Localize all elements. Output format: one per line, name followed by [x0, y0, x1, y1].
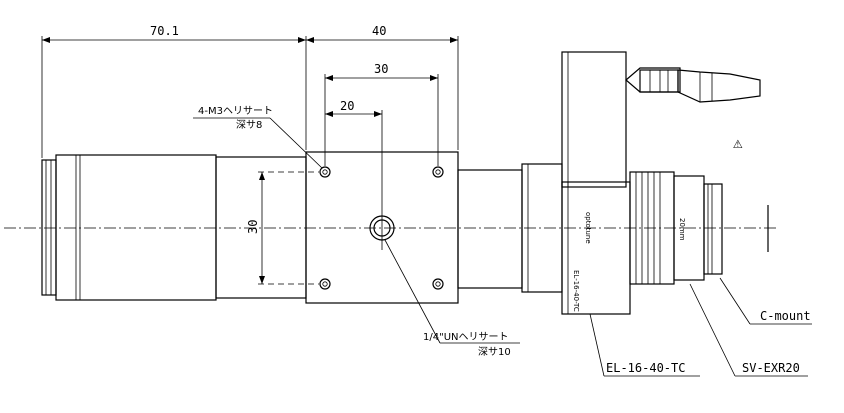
m3-hole-top-left	[319, 166, 331, 178]
dim-block-width-label: 40	[372, 24, 386, 38]
callout-cmount: C-mount	[760, 309, 811, 323]
tunable-lens-body: optotune EL-16-40-TC	[561, 51, 631, 315]
body-model-marking: EL-16-40-TC	[572, 270, 580, 312]
dim-overall-left	[41, 36, 307, 158]
camera-body	[41, 154, 307, 301]
callout-m3-line2: 深サ8	[236, 119, 262, 131]
m3-hole-top-right	[432, 166, 444, 178]
callout-un-line1: 1/4"UNヘリサート	[423, 331, 509, 343]
dim-hole-spacing	[324, 74, 439, 166]
m3-hole-bottom-left	[319, 278, 331, 290]
callout-lens-leader	[589, 313, 700, 377]
dim-vertical-spacing-label: 30	[246, 220, 260, 234]
callout-m3-line1: 4-M3ヘリサート	[198, 105, 273, 117]
warning-icon: ⚠	[733, 133, 743, 152]
dim-center-to-hole	[325, 111, 382, 117]
callout-sv-leader	[689, 283, 808, 377]
dim-vertical-spacing	[258, 171, 319, 285]
dim-block-width	[306, 36, 459, 150]
size-marking: 20mm	[678, 218, 686, 241]
cable-connector	[625, 67, 761, 103]
callout-cmount-leader	[719, 277, 812, 325]
callout-un-leader	[384, 239, 520, 344]
c-mount-thread	[703, 183, 723, 275]
brand-marking: optotune	[584, 212, 592, 244]
dim-overall-left-label: 70.1	[150, 24, 179, 38]
callout-sv-model: SV-EXR20	[742, 361, 800, 375]
m3-hole-bottom-right	[432, 278, 444, 290]
dim-center-to-hole-label: 20	[340, 99, 354, 113]
callout-un-line2: 深サ10	[478, 346, 511, 358]
dim-hole-spacing-label: 30	[374, 62, 388, 76]
callout-m3-leader	[193, 117, 323, 169]
callout-lens-model: EL-16-40-TC	[606, 361, 685, 375]
un-hole-center	[369, 110, 395, 250]
